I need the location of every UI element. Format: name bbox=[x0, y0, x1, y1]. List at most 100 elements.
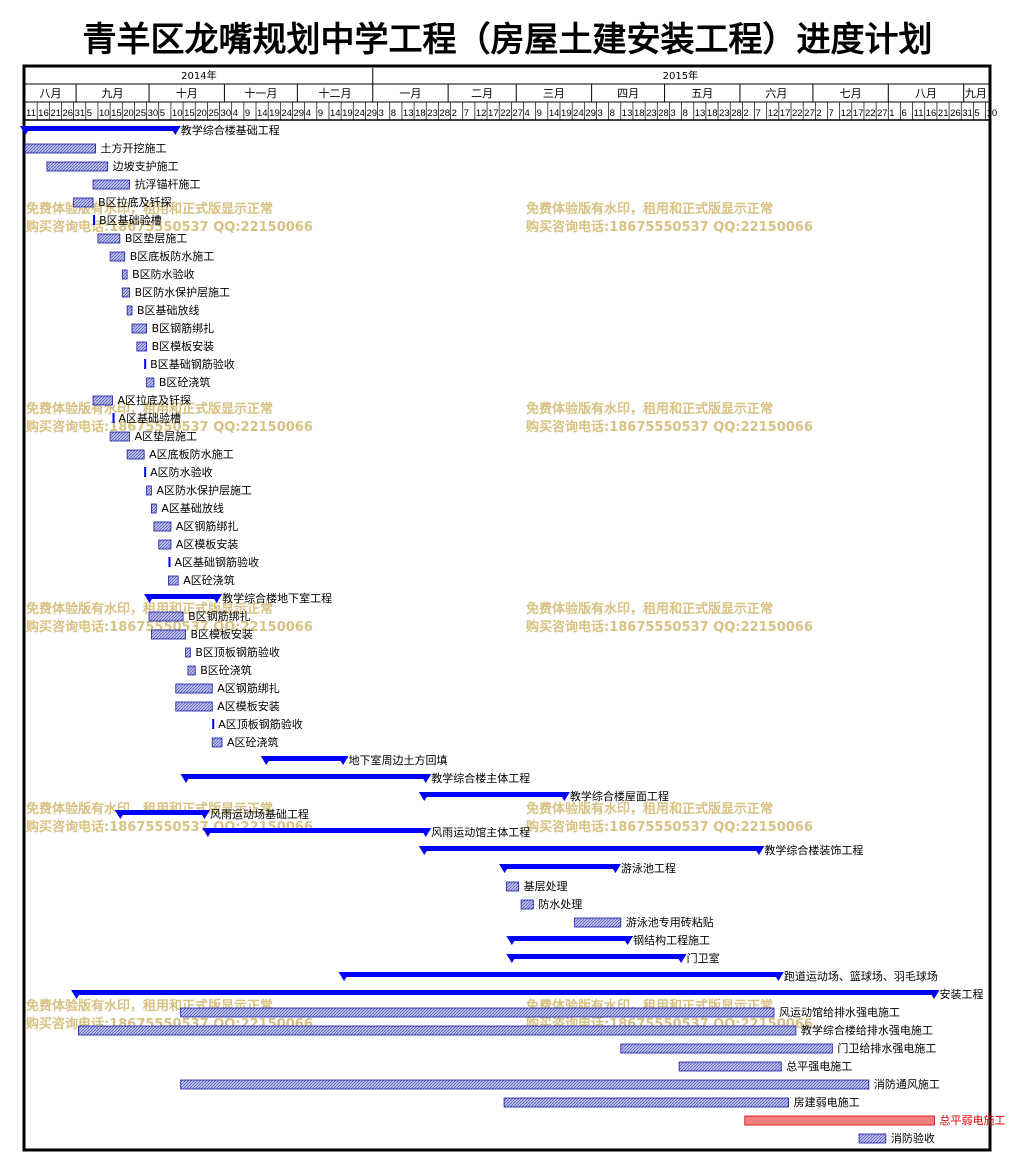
task-label: B区模板安装 bbox=[191, 627, 254, 641]
day-tick-label: 21 bbox=[938, 108, 949, 119]
summary-end-cap bbox=[420, 774, 432, 783]
summary-start-cap bbox=[71, 990, 83, 999]
task-label: B区底板防水施工 bbox=[130, 249, 215, 263]
task-label: A区基础验槽 bbox=[119, 411, 182, 425]
day-tick-label: 19 bbox=[561, 108, 572, 119]
summary-end-cap bbox=[198, 810, 210, 819]
day-tick-label: 24 bbox=[354, 108, 365, 119]
task-label: A区底板防水施工 bbox=[149, 447, 234, 461]
summary-start-cap bbox=[338, 972, 350, 981]
month-label: 二月 bbox=[471, 87, 493, 100]
summary-bar bbox=[25, 126, 176, 131]
task-label: B区基础放线 bbox=[137, 303, 200, 317]
day-tick-label: 3 bbox=[670, 108, 675, 119]
day-tick-label: 25 bbox=[208, 108, 219, 119]
day-tick-label: 9 bbox=[537, 108, 542, 119]
summary-bar bbox=[76, 990, 935, 995]
task-label: B区砼浇筑 bbox=[200, 663, 252, 677]
summary-bar bbox=[423, 792, 565, 797]
day-tick-label: 22 bbox=[500, 108, 511, 119]
summary-start-cap bbox=[506, 954, 518, 963]
task-label: 门卫室 bbox=[687, 951, 720, 965]
day-tick-label: 16 bbox=[926, 108, 937, 119]
task-bar bbox=[574, 917, 622, 928]
task-label: A区垫层施工 bbox=[135, 429, 198, 443]
month-label: 五月 bbox=[691, 87, 713, 100]
summary-end-cap bbox=[928, 990, 940, 999]
month-label: 六月 bbox=[765, 87, 787, 100]
task-bar bbox=[158, 539, 172, 550]
summary-bar bbox=[207, 828, 427, 833]
task-bar bbox=[678, 1061, 782, 1072]
summary-start-cap bbox=[180, 774, 192, 783]
task-label: 教学综合楼给排水强电施工 bbox=[801, 1023, 933, 1037]
summary-bar bbox=[149, 594, 218, 599]
task-bar bbox=[148, 611, 184, 622]
day-tick-label: 14 bbox=[549, 108, 560, 119]
watermark-line1: 免费体验版有水印，租用和正式版显示正常 bbox=[526, 401, 773, 417]
summary-start-cap bbox=[202, 828, 214, 837]
year-label: 2015年 bbox=[663, 69, 698, 82]
task-bar bbox=[97, 233, 121, 244]
task-label: A区防水保护层施工 bbox=[156, 483, 252, 497]
day-tick-label: 19 bbox=[269, 108, 280, 119]
day-tick-label: 31 bbox=[962, 108, 973, 119]
summary-start-cap bbox=[506, 936, 518, 945]
year-label: 2014年 bbox=[181, 69, 216, 82]
task-bar bbox=[187, 665, 196, 676]
summary-start-cap bbox=[418, 792, 430, 801]
day-tick-label: 20 bbox=[196, 108, 207, 119]
task-label: 房建弱电施工 bbox=[794, 1095, 860, 1109]
day-tick-label: 13 bbox=[695, 108, 706, 119]
task-bar bbox=[109, 431, 130, 442]
task-label: B区拉底及钎探 bbox=[98, 195, 172, 209]
task-bar bbox=[151, 629, 186, 640]
day-tick-label: 2 bbox=[816, 108, 821, 119]
task-label: B区基础钢筋验收 bbox=[150, 357, 235, 371]
month-label: 七月 bbox=[840, 87, 862, 100]
summary-start-cap bbox=[144, 594, 156, 603]
task-bar bbox=[520, 899, 534, 910]
task-label: 钢结构工程施工 bbox=[633, 933, 710, 947]
day-tick-label: 28 bbox=[731, 108, 742, 119]
watermark-line1: 免费体验版有水印，租用和正式版显示正常 bbox=[26, 801, 273, 817]
month-label: 一月 bbox=[399, 87, 421, 100]
milestone-marker bbox=[144, 359, 147, 369]
day-tick-label: 11 bbox=[914, 108, 924, 119]
task-bar bbox=[73, 197, 94, 208]
task-label: 游泳池专用砖粘贴 bbox=[626, 915, 714, 929]
task-bar bbox=[46, 161, 109, 172]
task-label: A区基础钢筋验收 bbox=[174, 555, 259, 569]
task-label: 安装工程 bbox=[940, 987, 984, 1001]
day-tick-label: 5 bbox=[160, 108, 165, 119]
task-bar bbox=[506, 881, 520, 892]
month-label: 八月 bbox=[915, 87, 937, 100]
task-bar bbox=[153, 521, 172, 532]
summary-end-cap bbox=[675, 954, 687, 963]
day-tick-label: 28 bbox=[439, 108, 450, 119]
day-tick-label: 6 bbox=[901, 108, 906, 119]
month-label: 八月 bbox=[40, 87, 62, 100]
milestone-marker bbox=[144, 467, 147, 477]
summary-end-cap bbox=[169, 126, 181, 135]
milestone-marker bbox=[93, 215, 96, 225]
day-tick-label: 7 bbox=[756, 108, 761, 119]
task-bar-highlight bbox=[744, 1115, 935, 1126]
watermark-line1: 免费体验版有水印，租用和正式版显示正常 bbox=[526, 601, 773, 617]
task-label: A区钢筋绑扎 bbox=[176, 519, 239, 533]
day-tick-label: 27 bbox=[804, 108, 815, 119]
task-label: 教学综合楼装饰工程 bbox=[764, 843, 863, 857]
task-bar bbox=[131, 323, 147, 334]
summary-end-cap bbox=[211, 594, 223, 603]
day-tick-label: 14 bbox=[330, 108, 341, 119]
task-label: B区防水验收 bbox=[132, 267, 195, 281]
task-label: 地下室周边土方回填 bbox=[349, 753, 448, 767]
summary-start-cap bbox=[418, 846, 430, 855]
summary-start-cap bbox=[114, 810, 126, 819]
day-tick-label: 24 bbox=[281, 108, 292, 119]
milestone-marker bbox=[168, 557, 171, 567]
summary-end-cap bbox=[609, 864, 621, 873]
day-tick-label: 23 bbox=[427, 108, 438, 119]
task-label: 跑道运动场、篮球场、羽毛球场 bbox=[784, 969, 938, 983]
day-tick-label: 30 bbox=[221, 108, 232, 119]
